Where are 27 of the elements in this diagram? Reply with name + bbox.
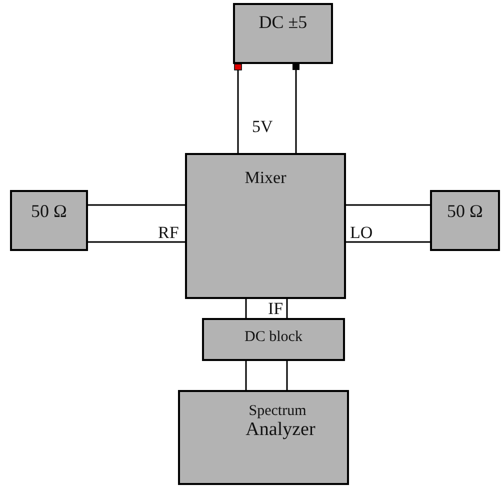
component-box (233, 3, 333, 64)
wire (286, 299, 288, 318)
wire (245, 299, 247, 318)
box-label: Analyzer (246, 420, 316, 440)
wire (234, 64, 242, 153)
component-box (202, 318, 345, 361)
box-label: DC block (244, 330, 302, 346)
wire (88, 241, 185, 243)
component-box (430, 190, 500, 251)
wire (88, 204, 185, 206)
component-box (185, 153, 346, 299)
box-label: 50 Ω (447, 202, 483, 221)
box-label: Spectrum (248, 404, 306, 420)
component-box (10, 190, 88, 251)
wire (245, 361, 247, 390)
edge-label: IF (268, 300, 284, 317)
box-label: DC ±5 (258, 13, 308, 32)
box-label: 50 Ω (31, 202, 67, 221)
wire (286, 361, 288, 390)
edge-label: RF (158, 224, 179, 241)
wire (346, 204, 430, 206)
edge-label: LO (350, 224, 373, 241)
box-label: Mixer (244, 169, 286, 187)
component-box (178, 390, 349, 485)
edge-label: 5V (252, 118, 273, 135)
wire (346, 241, 430, 243)
wire (292, 64, 300, 153)
